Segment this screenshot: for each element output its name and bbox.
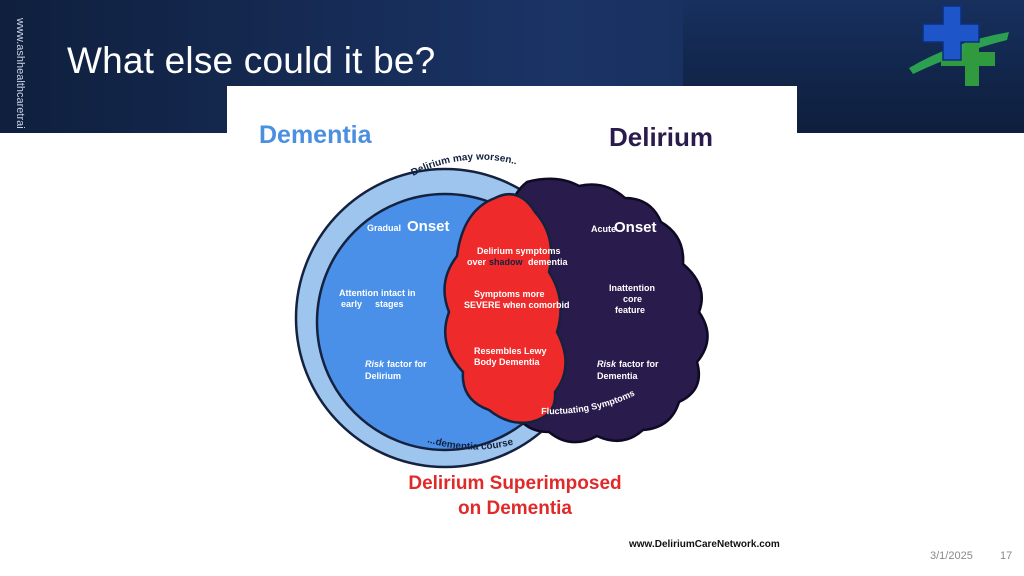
overlap-lewy-line-2: Body Dementia [474, 357, 541, 367]
attention-line-2a: early [341, 299, 362, 309]
gradual-text: Gradual [367, 223, 401, 233]
caption-line-2: on Dementia [458, 498, 572, 519]
overlap-over-text: over [467, 257, 487, 267]
acute-onset-text: Onset [614, 219, 657, 236]
inattention-line-3: feature [615, 305, 645, 315]
overlap-region [443, 193, 567, 424]
overlap-severe-line-2: SEVERE when comorbid [464, 300, 570, 310]
inattention-line-2: core [623, 294, 642, 304]
dementia-title: Dementia [259, 121, 373, 149]
left-risk-line-2: Delirium [365, 371, 401, 381]
caption-line-1: Delirium Superimposed [408, 473, 621, 494]
medical-cross-logo [909, 5, 1009, 86]
overlap-text-group: Delirium symptoms over shadow dementia S… [464, 246, 570, 367]
slide-date: 3/1/2025 [930, 550, 973, 562]
dementia-text-group: Gradual Onset Attention intact in early … [339, 218, 450, 381]
diagram-panel: Dementia Delirium Delirium may worsen.. … [227, 86, 797, 562]
overlap-severe-line-1: Symptoms more [474, 289, 545, 299]
right-risk-rest: factor for [619, 359, 659, 369]
logo-cross-blue-icon [922, 5, 980, 61]
venn-diagram: Dementia Delirium Delirium may worsen.. … [259, 121, 780, 550]
overlap-shadow-text: shadow [489, 257, 524, 267]
left-risk-rest: factor for [387, 359, 427, 369]
gradual-onset-text: Onset [407, 218, 450, 235]
right-risk-line-2: Dementia [597, 371, 639, 381]
delirium-title: Delirium [609, 122, 713, 152]
source-url: www.DeliriumCareNetwork.com [628, 539, 780, 550]
overlap-lewy-line-1: Resembles Lewy [474, 346, 547, 356]
inattention-line-1: Inattention [609, 283, 655, 293]
attention-line-1: Attention intact in [339, 288, 416, 298]
logo-cross-green-icon [941, 38, 995, 86]
acute-text: Acute [591, 224, 616, 234]
overlap-dementia-text: dementia [528, 257, 569, 267]
vertical-url: www.ashhealthcaretrai [14, 18, 28, 133]
right-risk-italic: Risk [597, 359, 617, 369]
overlap-symptoms-line-1: Delirium symptoms [477, 246, 561, 256]
left-risk-italic: Risk [365, 359, 385, 369]
slide-number: 17 [1000, 550, 1013, 562]
attention-line-2b: stages [375, 299, 404, 309]
vertical-url-text: www.ashhealthcaretrai [14, 18, 26, 129]
slide-title: What else could it be? [67, 40, 436, 81]
